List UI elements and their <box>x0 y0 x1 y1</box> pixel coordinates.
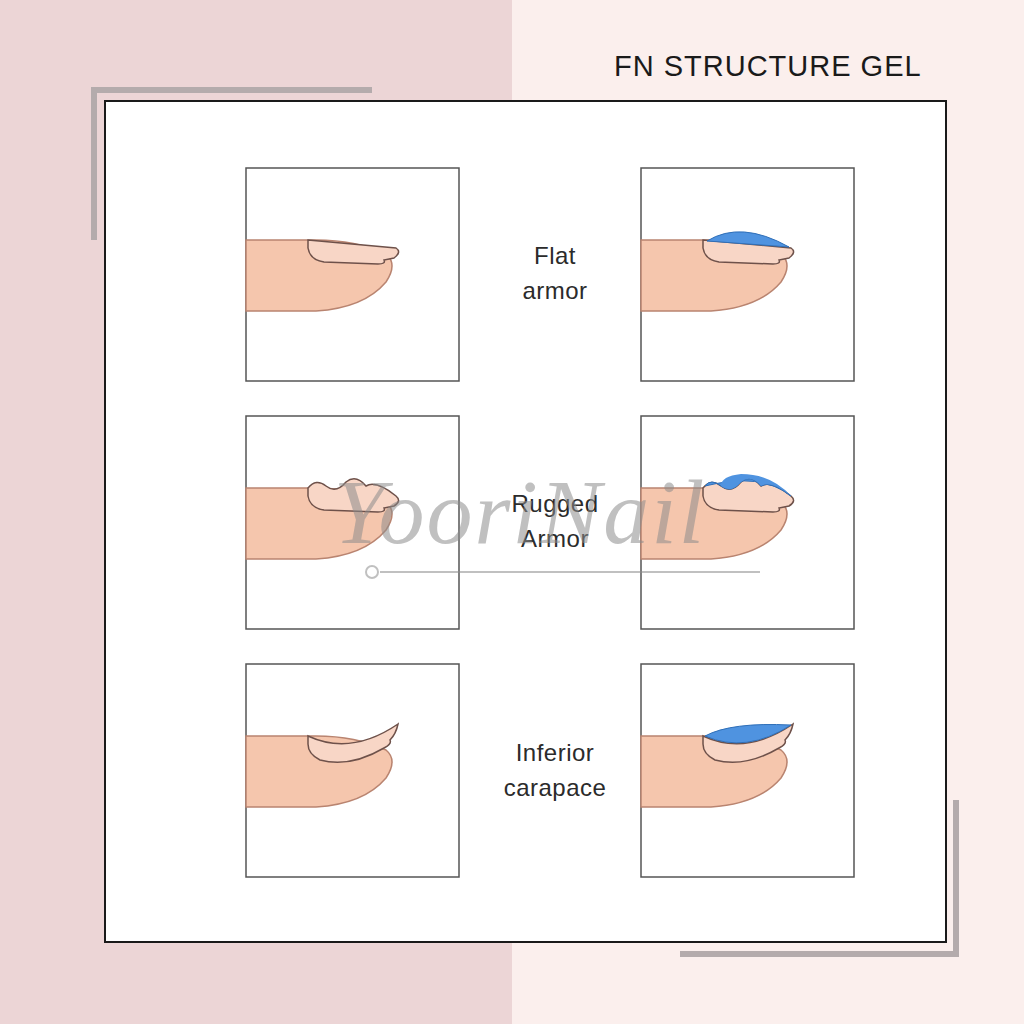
nail-type-label: Inferior carapace <box>504 735 607 805</box>
nail-type-label: Flat armor <box>522 238 587 308</box>
watermark: YooriNail <box>334 459 707 565</box>
page-title: FN STRUCTURE GEL <box>614 50 922 83</box>
